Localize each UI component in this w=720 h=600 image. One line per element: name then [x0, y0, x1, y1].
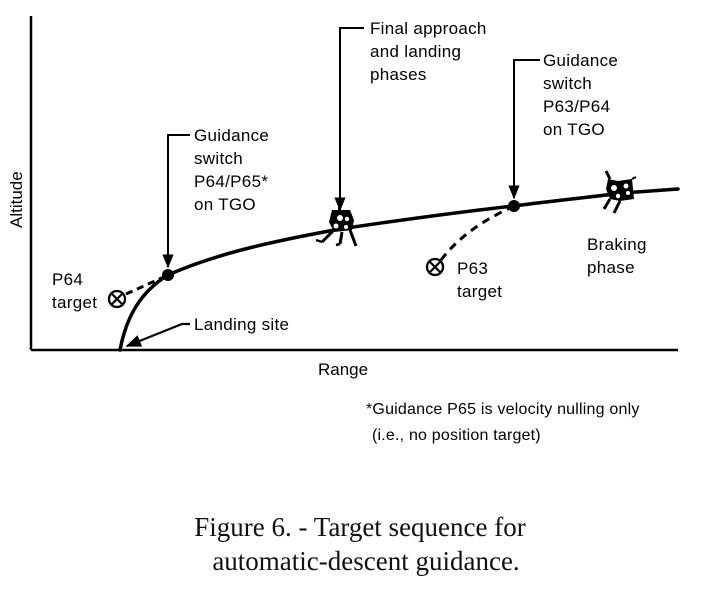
- caption-line2: automatic-descent guidance.: [212, 546, 520, 576]
- y-axis-label: Altitude: [7, 171, 26, 228]
- p63-target-path: [439, 206, 511, 261]
- p64-p65-callout-label: Guidance switch P64/P65* on TGO: [194, 126, 269, 214]
- p63-p64-switch-dot-icon: [508, 200, 520, 212]
- landing-site-label: Landing site: [194, 315, 289, 334]
- p63-p64-callout-line4: on TGO: [543, 120, 605, 139]
- lunar-module-icon-approach: [315, 206, 358, 247]
- braking-phase-label: Braking phase: [587, 235, 647, 277]
- caption-line1: Figure 6. - Target sequence for: [194, 512, 526, 542]
- p63-target-icon: [425, 257, 445, 277]
- p64-target-line1: P64: [52, 270, 83, 289]
- braking-phase-line2: phase: [587, 258, 635, 277]
- p63-p64-callout-line1: Guidance: [543, 51, 618, 70]
- final-approach-callout-arrow: [334, 27, 364, 212]
- p64-p65-callout-line1: Guidance: [194, 126, 269, 145]
- p64-target-label: P64 target: [52, 270, 97, 312]
- p64-target-icon: [107, 289, 127, 309]
- final-approach-line2: and landing: [370, 42, 461, 61]
- p64-p65-callout-line2: switch: [194, 149, 243, 168]
- p63-p64-callout-line2: switch: [543, 74, 592, 93]
- p64-p65-callout-line3: P64/P65*: [194, 172, 268, 191]
- p63-p64-callout-arrow: [508, 59, 540, 200]
- p64-target-line2: target: [52, 293, 97, 312]
- figure-caption: Figure 6. - Target sequence for automati…: [0, 510, 720, 578]
- final-approach-line3: phases: [370, 65, 427, 84]
- landing-site-callout-arrow: [125, 322, 190, 348]
- p63-target-label: P63 target: [457, 259, 502, 301]
- footnote-line2: (i.e., no position target): [372, 427, 541, 444]
- p64-p65-switch-dot-icon: [162, 269, 174, 281]
- final-approach-line1: Final approach: [370, 19, 487, 38]
- p63-p64-callout-label: Guidance switch P63/P64 on TGO: [543, 51, 618, 139]
- x-axis-label: Range: [318, 360, 368, 379]
- footnote-line1: *Guidance P65 is velocity nulling only: [366, 401, 640, 418]
- p63-target-line1: P63: [457, 259, 488, 278]
- braking-phase-line1: Braking: [587, 235, 647, 254]
- final-approach-callout-label: Final approach and landing phases: [370, 19, 487, 84]
- p63-p64-callout-line3: P63/P64: [543, 97, 610, 116]
- p64-target-path: [125, 275, 165, 296]
- p63-target-line2: target: [457, 282, 502, 301]
- lunar-module-icon-braking: [602, 170, 637, 214]
- p64-p65-callout-line4: on TGO: [194, 195, 256, 214]
- p64-p65-callout-arrow: [162, 134, 190, 269]
